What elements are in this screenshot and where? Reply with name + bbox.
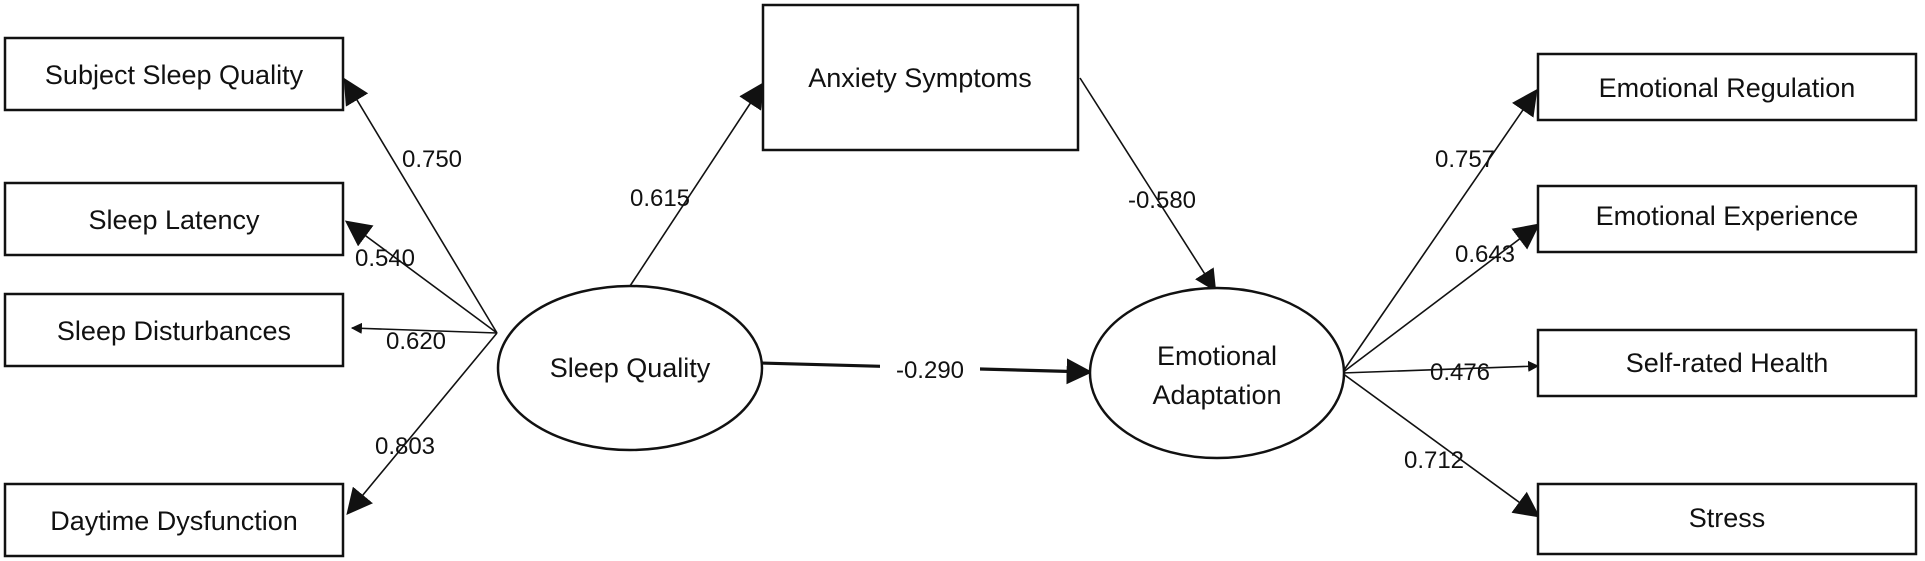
node-sleep-latency: Sleep Latency bbox=[3, 181, 345, 257]
coef-emotional-regulation: 0.757 bbox=[1435, 146, 1495, 173]
node-emotional-adaptation: Emotional Adaptation bbox=[1088, 286, 1346, 460]
node-sleep-disturbances: Sleep Disturbances bbox=[3, 292, 345, 368]
node-anxiety-symptoms: Anxiety Symptoms bbox=[761, 3, 1080, 152]
edge-anxiety-to-emotional-adaptation bbox=[1079, 77, 1217, 292]
node-daytime-dysfunction-label: Daytime Dysfunction bbox=[50, 506, 298, 536]
node-self-rated-health-label: Self-rated Health bbox=[1626, 348, 1829, 378]
coef-sleep-latency: 0.540 bbox=[355, 245, 415, 272]
node-emotional-adaptation-label-line1: Emotional bbox=[1157, 341, 1277, 371]
coef-sleep-quality-to-emotional-adaptation: -0.290 bbox=[896, 357, 964, 384]
coef-anxiety-to-emotional-adaptation: -0.580 bbox=[1128, 187, 1196, 214]
edge-sleep-quality-to-sleep-latency bbox=[344, 220, 498, 334]
node-emotional-adaptation-label-line2: Adaptation bbox=[1152, 380, 1281, 410]
node-emotional-regulation: Emotional Regulation bbox=[1536, 52, 1918, 122]
edge-sleep-quality-to-anxiety-symptoms bbox=[629, 81, 765, 287]
node-subject-sleep-quality: Subject Sleep Quality bbox=[3, 36, 345, 112]
node-sleep-latency-label: Sleep Latency bbox=[88, 205, 260, 235]
node-emotional-regulation-label: Emotional Regulation bbox=[1599, 73, 1856, 103]
coef-subject-sleep-quality: 0.750 bbox=[402, 146, 462, 173]
node-self-rated-health: Self-rated Health bbox=[1536, 328, 1918, 398]
edge-sleep-quality-to-subject-sleep-quality bbox=[343, 77, 498, 334]
coef-stress: 0.712 bbox=[1404, 447, 1464, 474]
node-sleep-quality: Sleep Quality bbox=[496, 284, 764, 452]
node-daytime-dysfunction: Daytime Dysfunction bbox=[3, 482, 345, 558]
coef-daytime-dysfunction: 0.803 bbox=[375, 433, 435, 460]
edge-emotional-adaptation-to-emotional-regulation bbox=[1341, 88, 1538, 374]
edge-emotional-adaptation-to-stress bbox=[1341, 372, 1541, 518]
edge-sleep-quality-to-daytime-dysfunction bbox=[346, 332, 498, 516]
node-emotional-experience-label: Emotional Experience bbox=[1596, 201, 1859, 231]
node-emotional-experience: Emotional Experience bbox=[1536, 184, 1918, 254]
coef-direct-effect-background bbox=[880, 350, 980, 384]
coef-self-rated-health: 0.476 bbox=[1430, 359, 1490, 386]
coef-sleep-disturbances: 0.620 bbox=[386, 328, 446, 355]
edge-emotional-adaptation-to-self-rated-health bbox=[1341, 360, 1540, 374]
node-sleep-disturbances-label: Sleep Disturbances bbox=[57, 316, 291, 346]
node-stress: Stress bbox=[1536, 482, 1918, 556]
node-stress-label: Stress bbox=[1689, 503, 1766, 533]
node-subject-sleep-quality-label: Subject Sleep Quality bbox=[45, 60, 304, 90]
node-sleep-quality-label: Sleep Quality bbox=[550, 353, 711, 383]
node-anxiety-symptoms-label: Anxiety Symptoms bbox=[808, 63, 1032, 93]
edge-sleep-quality-to-sleep-disturbances bbox=[350, 322, 498, 334]
coef-sleep-quality-to-anxiety: 0.615 bbox=[630, 185, 690, 212]
edge-emotional-adaptation-to-emotional-experience bbox=[1341, 223, 1541, 374]
coef-emotional-experience: 0.643 bbox=[1455, 241, 1515, 268]
